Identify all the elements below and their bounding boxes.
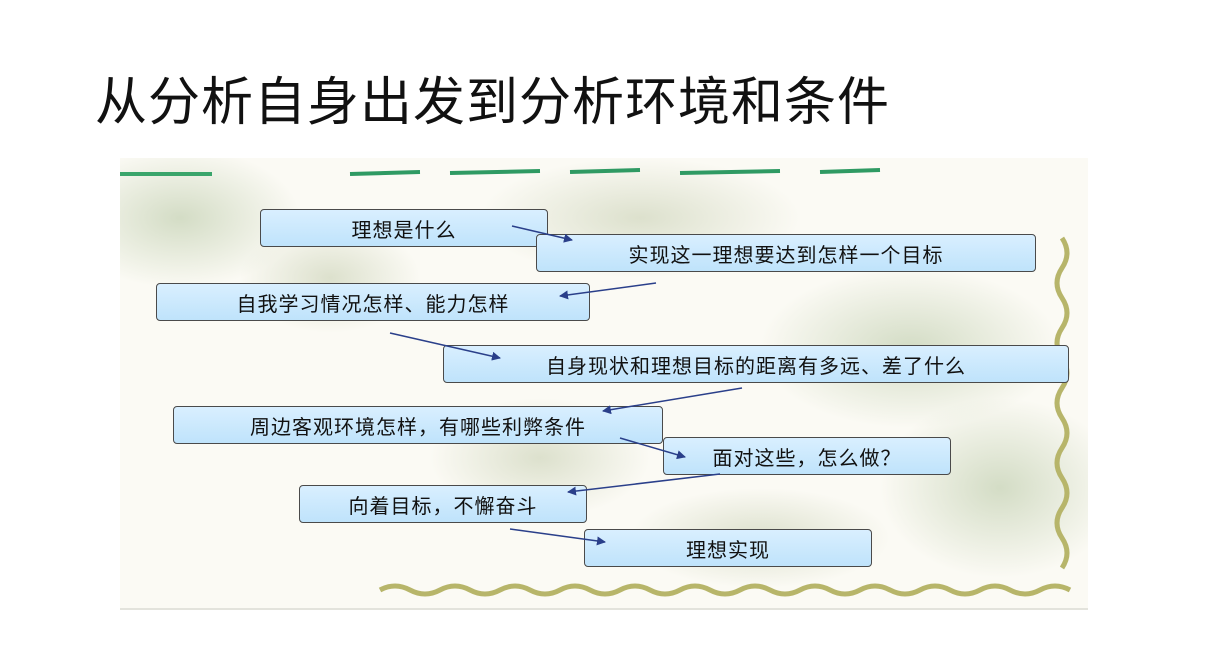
node-environment: 周边客观环境怎样，有哪些利弊条件: [173, 406, 663, 444]
node-gap: 自身现状和理想目标的距离有多远、差了什么: [443, 345, 1069, 383]
node-self-ability: 自我学习情况怎样、能力怎样: [156, 283, 590, 321]
node-goal: 实现这一理想要达到怎样一个目标: [536, 234, 1036, 272]
node-what-to-do: 面对这些，怎么做？: [663, 437, 951, 475]
slide-title: 从分析自身出发到分析环境和条件: [95, 73, 891, 133]
node-strive: 向着目标，不懈奋斗: [299, 485, 587, 523]
node-ideal-realized: 理想实现: [584, 529, 872, 567]
node-ideal-what: 理想是什么: [260, 209, 548, 247]
